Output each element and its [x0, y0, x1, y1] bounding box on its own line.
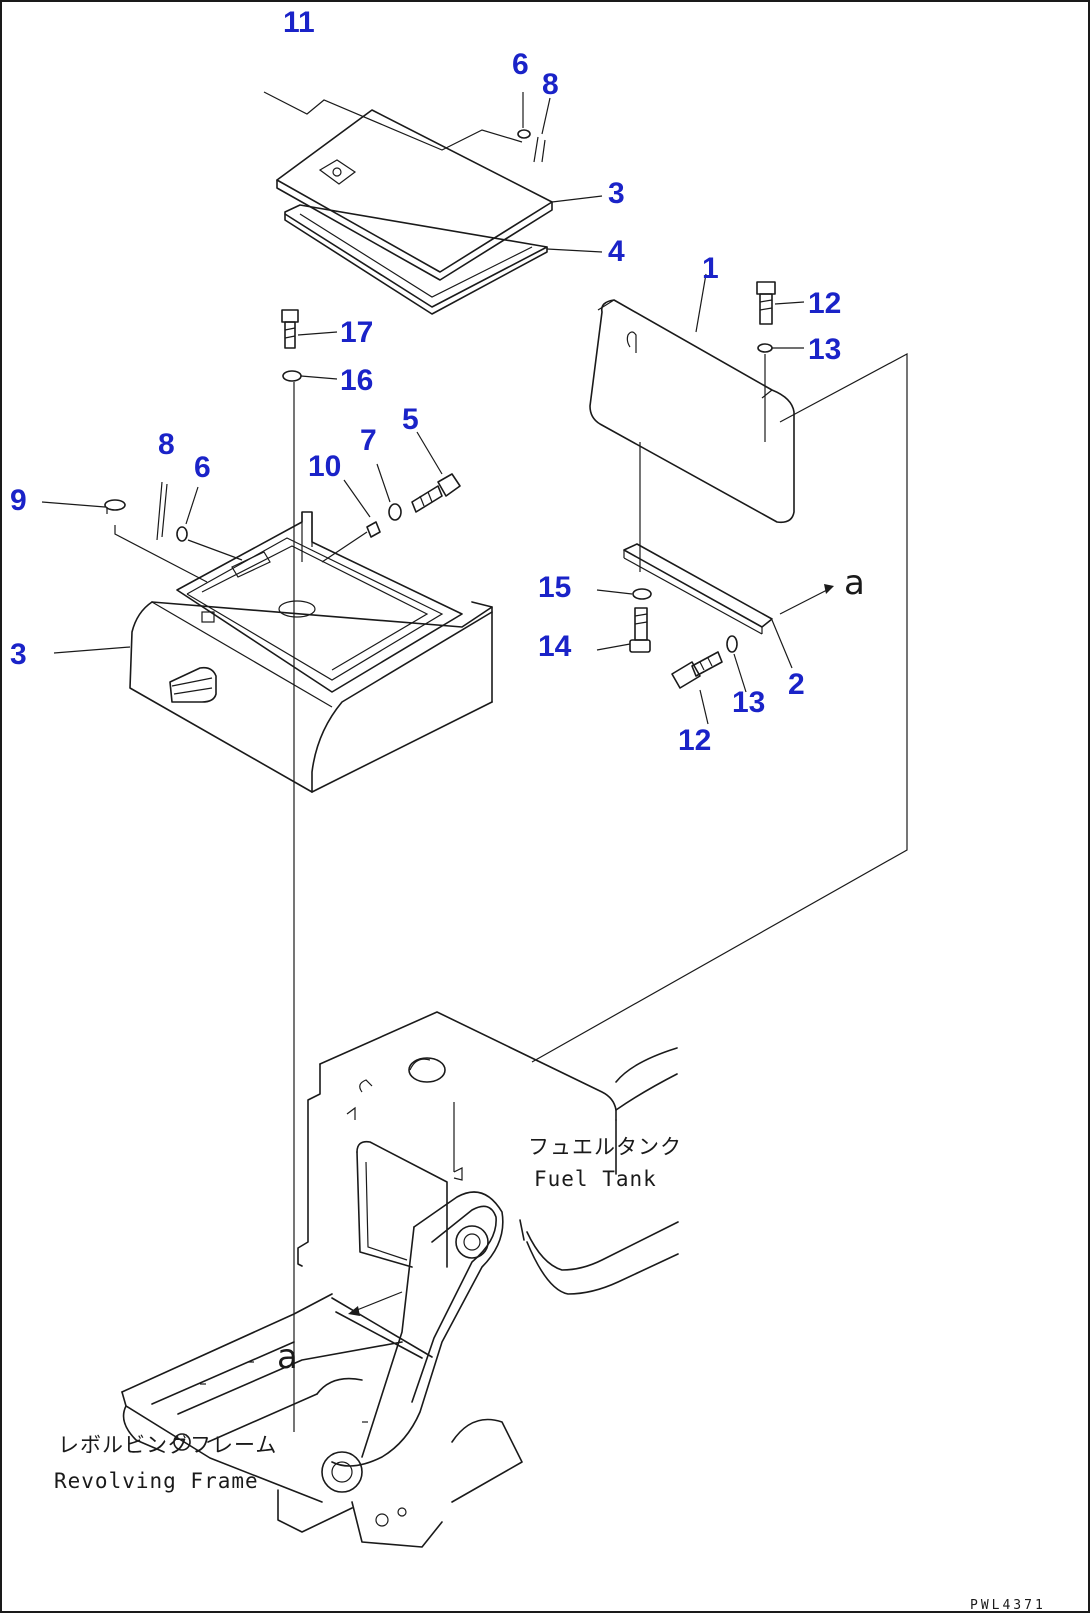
callout-14: 14: [538, 630, 572, 663]
washer-15: [632, 588, 652, 600]
callout-13-bottom: 13: [732, 686, 765, 719]
washer-6: [176, 526, 188, 542]
callout-12-bottom: 12: [678, 724, 711, 757]
nut-10: [366, 521, 381, 538]
view-ref-a-top: a: [844, 563, 865, 603]
washer-16: [282, 370, 302, 382]
plug-9: [104, 499, 126, 514]
callout-10: 10: [308, 450, 341, 483]
cover-1: [589, 299, 795, 524]
washer-13-bottom: [726, 635, 738, 653]
callout-3-top: 3: [608, 177, 625, 210]
callout-11: 11: [283, 6, 315, 39]
bolt-14: [629, 607, 651, 653]
callout-5: 5: [402, 403, 419, 436]
callout-12-top: 12: [808, 287, 841, 320]
fuel-tank-label-jp: フュエルタンク: [528, 1135, 682, 1159]
bolt-12-top: [756, 281, 776, 325]
fuel-tank-label-en: Fuel Tank: [534, 1167, 657, 1191]
storage-box-3: [129, 511, 493, 793]
callout-2: 2: [788, 668, 805, 701]
revolving-frame: [121, 1293, 433, 1533]
revolving-frame-label-en: Revolving Frame: [54, 1469, 259, 1493]
callout-4: 4: [608, 235, 625, 268]
callout-3-left: 3: [10, 638, 27, 671]
bolt-12-bottom: [671, 651, 723, 689]
callout-17: 17: [340, 316, 373, 349]
callout-7: 7: [360, 424, 377, 457]
revolving-frame-label-jp: レボルビングフレーム: [58, 1433, 277, 1457]
boom-bracket: [321, 1191, 523, 1548]
callout-16: 16: [340, 364, 373, 397]
callout-13-top: 13: [808, 333, 841, 366]
bolt-5: [411, 473, 461, 513]
drawing-code: PWL4371: [970, 1598, 1046, 1613]
callout-6-left: 6: [194, 451, 211, 484]
top-cover-plate: [276, 109, 553, 281]
bracket-2: [623, 543, 773, 635]
view-ref-a-bottom: a: [277, 1337, 298, 1377]
callout-9: 9: [10, 484, 27, 517]
bolt-17: [281, 309, 299, 349]
washer-13-top: [757, 343, 773, 353]
callout-15: 15: [538, 571, 571, 604]
callout-6-top: 6: [512, 48, 529, 81]
callout-8-top: 8: [542, 68, 559, 101]
top-fastener: [517, 129, 546, 163]
washer-7: [388, 503, 402, 521]
fuel-tank: [297, 1011, 679, 1295]
callout-1: 1: [702, 252, 719, 285]
callout-8-left: 8: [158, 428, 175, 461]
gasket: [284, 204, 548, 315]
